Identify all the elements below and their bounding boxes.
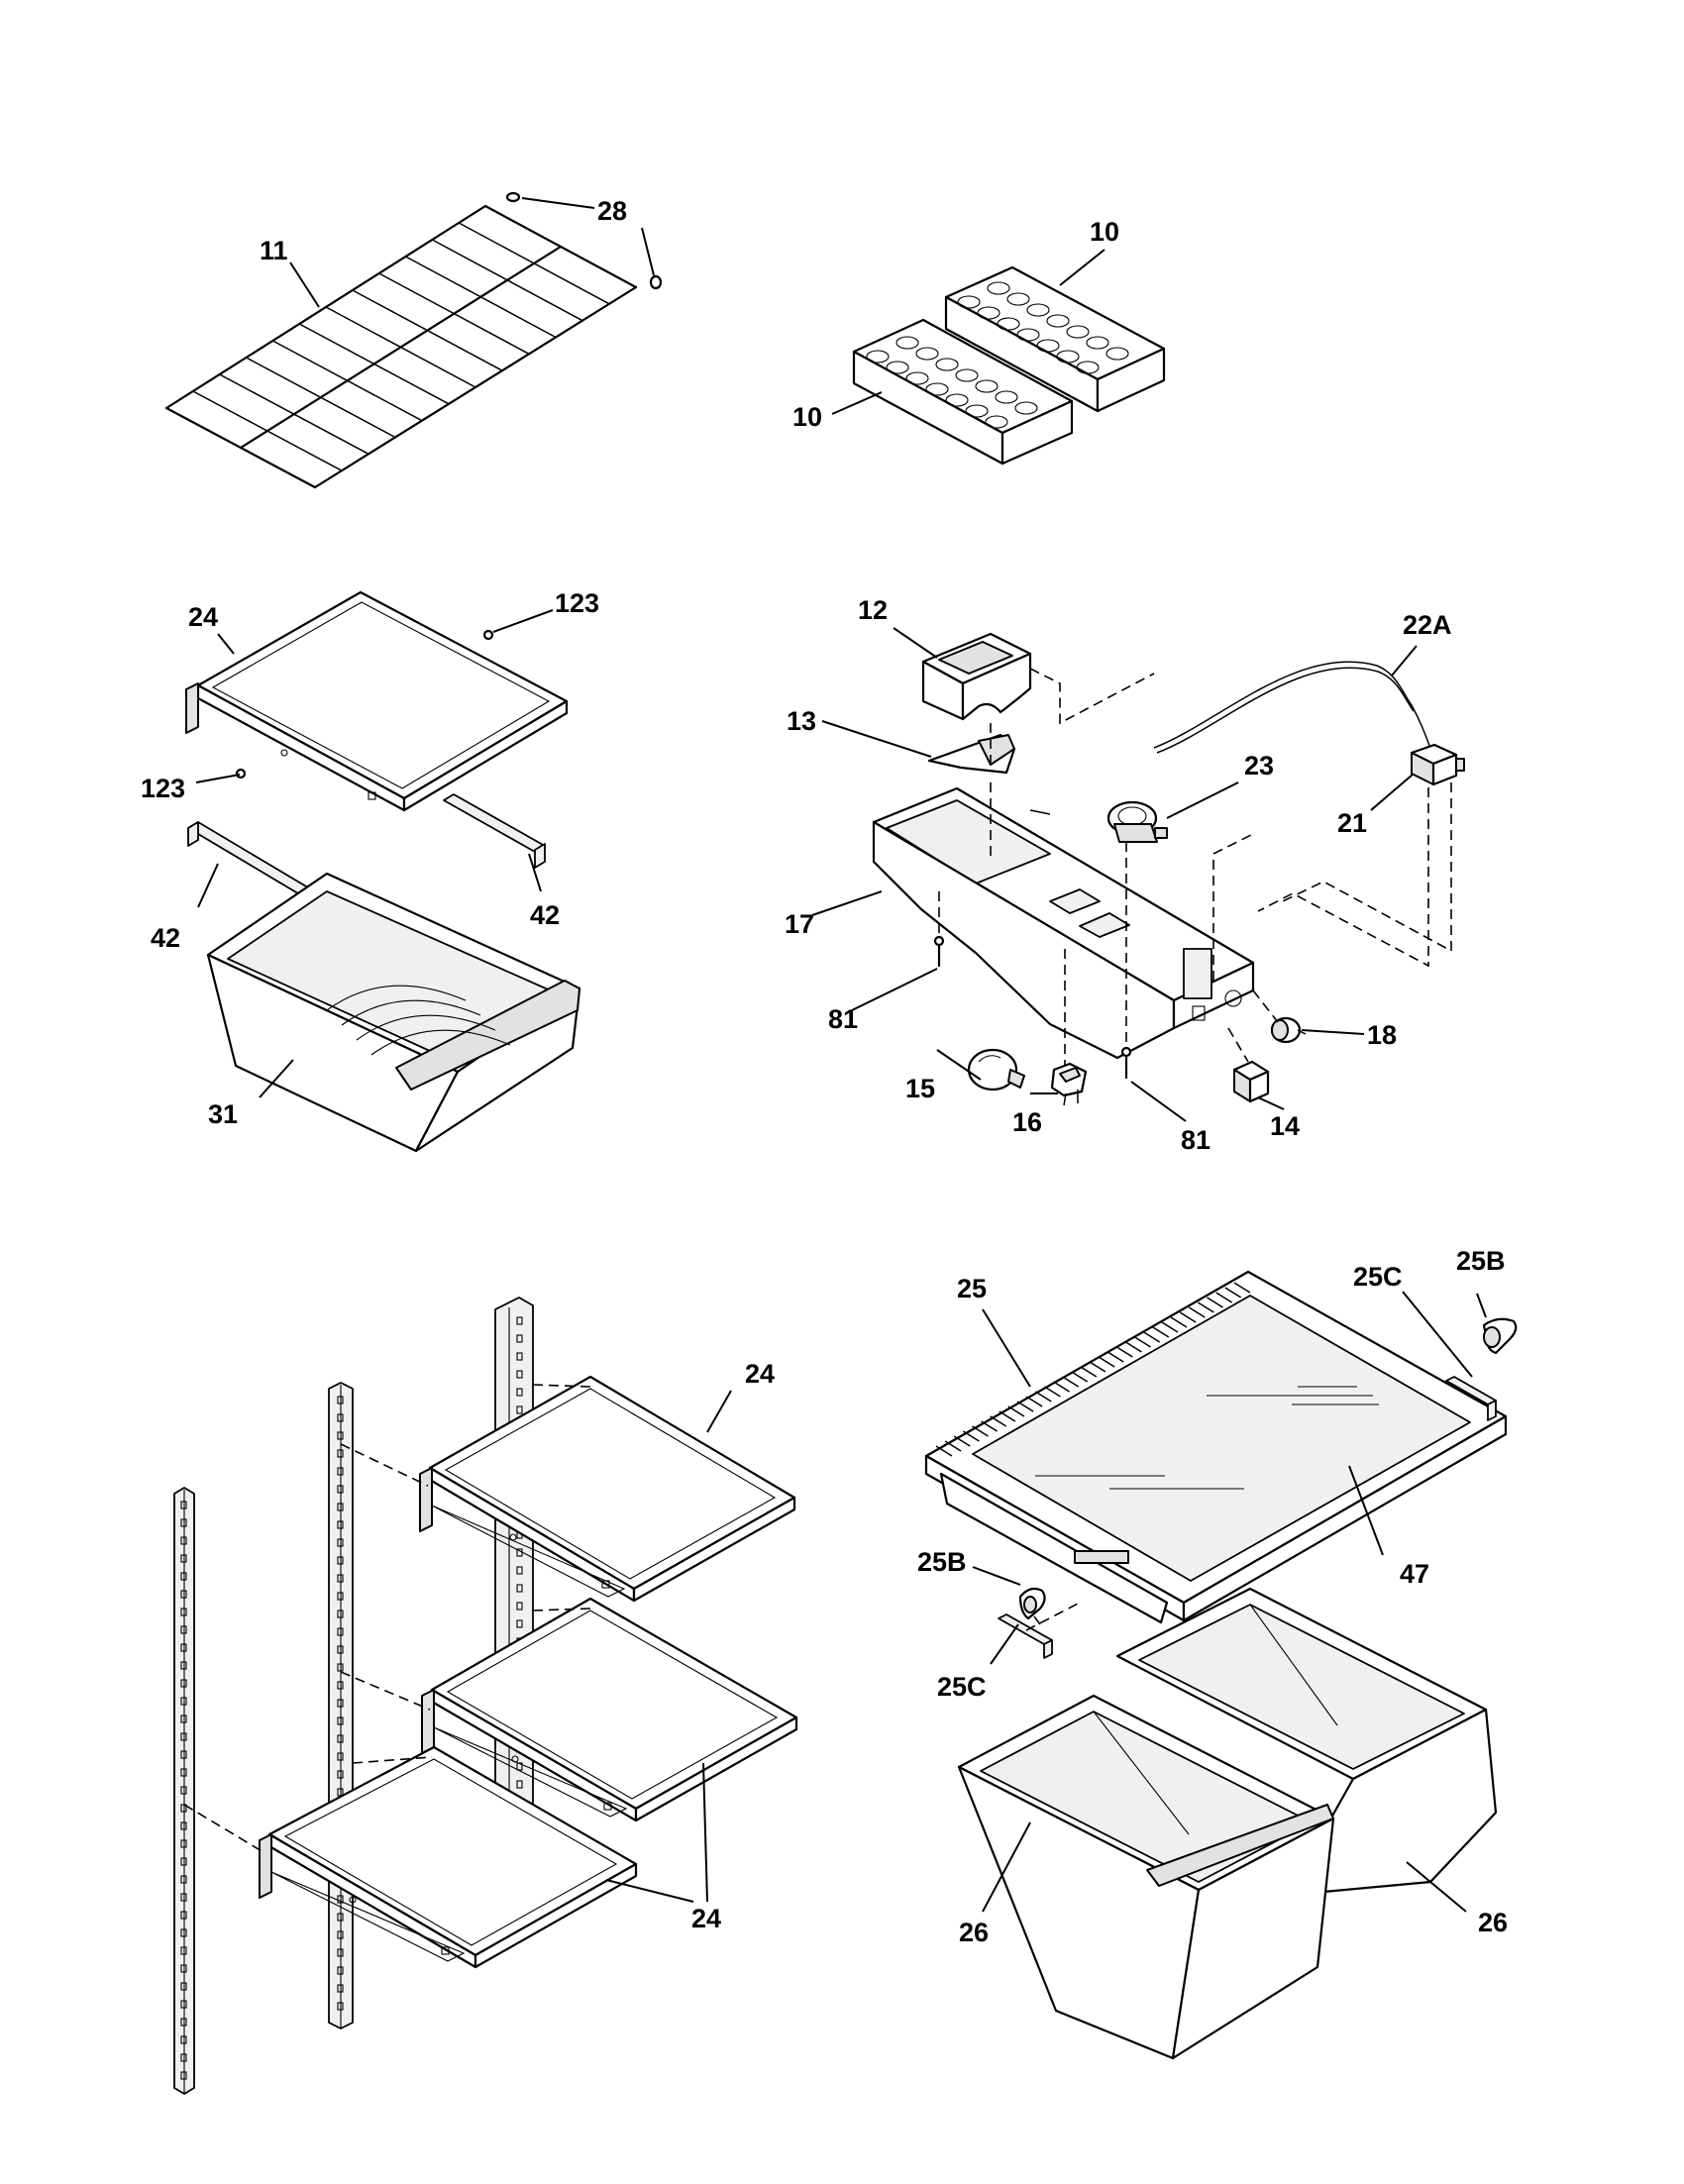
cover-support-clip [1482,1317,1518,1355]
callout-16: 16 [1012,1107,1042,1137]
callout-10: 10 [1090,217,1119,247]
shelf-end-cap [505,191,663,290]
cover-bracket [1445,1376,1497,1421]
callout-26: 26 [1478,1908,1508,1937]
light-switch [1232,1060,1270,1103]
cover-support-clip [1018,1587,1046,1620]
crisper-drawer-right [1115,1587,1498,1894]
callout-24: 24 [691,1904,721,1933]
callout-42: 42 [530,900,560,930]
ice-chute-flap [927,733,1016,775]
screw [933,935,1132,1080]
light-switch-connector [1410,743,1465,786]
leader-lines [195,197,1487,1913]
callout-15: 15 [905,1074,935,1103]
thermostat-knob [1270,1016,1307,1044]
callout-25C: 25C [937,1672,987,1702]
callout-10: 10 [792,402,822,432]
callout-47: 47 [1400,1559,1429,1589]
shelf-ladder-left [173,1487,195,2095]
shelf-mount-guide-lines [183,1384,591,1853]
glass-shelf [259,1745,638,1969]
wire-harness [1153,661,1432,754]
cover-bracket [998,1613,1053,1659]
callout-17: 17 [785,909,814,939]
callout-25B: 25B [1456,1246,1506,1276]
callout-123: 123 [141,774,185,803]
callout-22A: 22A [1403,610,1452,640]
callout-31: 31 [208,1099,238,1129]
temperature-control [1106,800,1168,843]
assembly-guide-lines [938,668,1452,1066]
light-socket [1050,1062,1088,1106]
callout-24: 24 [745,1359,775,1389]
callout-81: 81 [1181,1125,1210,1155]
callout-42: 42 [151,923,180,953]
crisper-drawer-left [957,1694,1335,2060]
glass-shelf-upper [185,590,569,812]
glass-shelf [421,1597,798,1822]
callout-25B: 25B [917,1547,967,1577]
glass-shelf [419,1375,796,1603]
shelf-ladder-center [328,1382,354,2029]
crisper-drawer-upper [206,872,581,1153]
ice-tray-front [852,318,1074,466]
callout-12: 12 [858,595,888,625]
callout-28: 28 [597,196,627,226]
shelf-screw [235,629,494,780]
ice-bin-cover [921,632,1032,721]
crisper-cover-frame [924,1270,1508,1624]
callout-14: 14 [1270,1111,1300,1141]
callout-123: 123 [555,588,599,618]
callout-18: 18 [1367,1020,1397,1050]
part-callouts: 11 28 10 10 24 123 123 42 42 31 12 13 22… [141,196,1508,1947]
light-bulb [967,1048,1025,1092]
callout-25: 25 [957,1274,987,1303]
callout-23: 23 [1244,751,1274,780]
callout-21: 21 [1337,808,1367,838]
callout-81: 81 [828,1004,858,1034]
callout-24: 24 [188,602,218,632]
ice-tray-back [944,265,1166,413]
callout-11: 11 [260,236,288,265]
callout-25C: 25C [1353,1262,1403,1292]
callout-13: 13 [787,706,816,736]
bracket-guide-lines [1025,1602,1081,1631]
wire-shelf [164,204,638,489]
control-housing [872,786,1255,1060]
callout-26: 26 [959,1918,989,1947]
